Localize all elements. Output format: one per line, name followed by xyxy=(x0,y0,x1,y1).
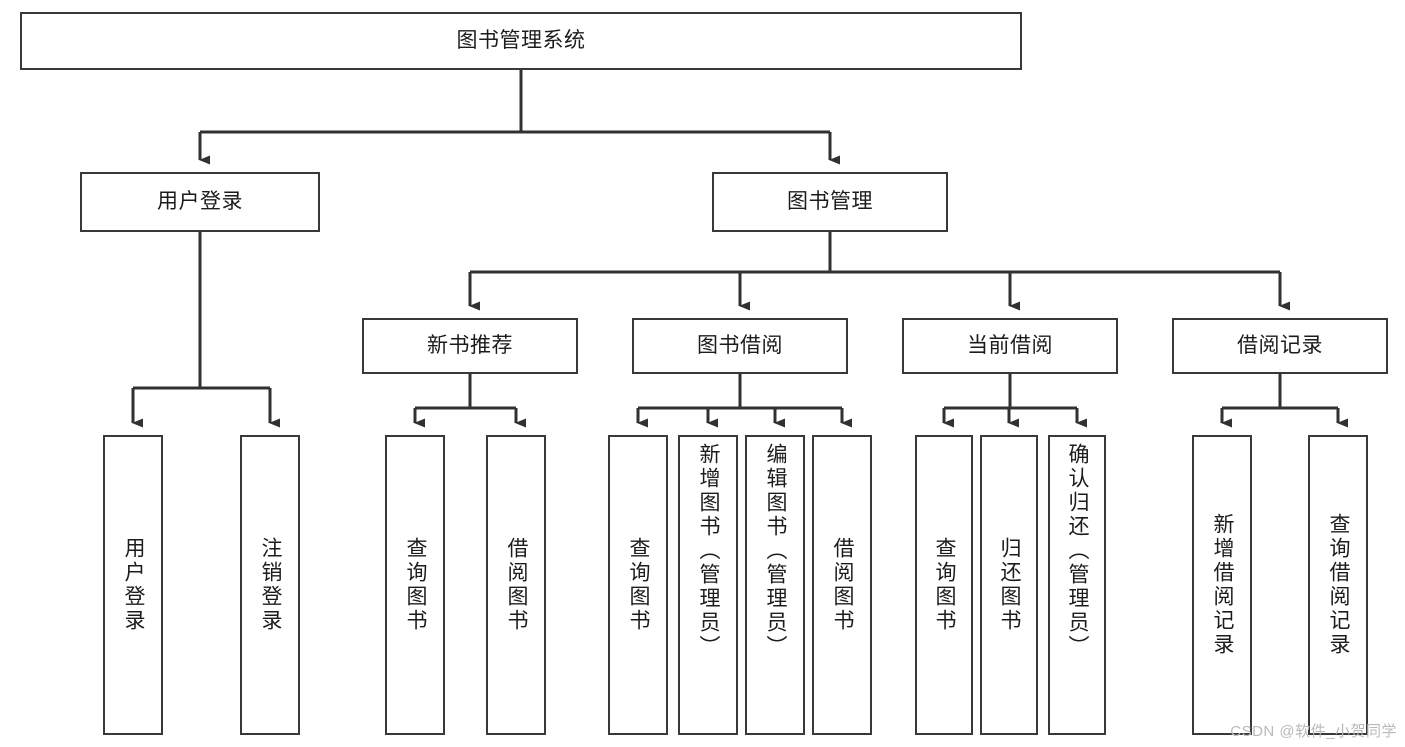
node-label: 借阅图书 xyxy=(831,537,855,633)
node-leaf-borrow-query-book[interactable]: 查询图书 xyxy=(608,435,668,735)
node-label: 图书管理 xyxy=(787,190,873,214)
node-book-management[interactable]: 图书管理 xyxy=(712,172,948,232)
node-label: 借阅图书 xyxy=(505,537,529,633)
node-label: 查询借阅记录 xyxy=(1327,513,1351,657)
node-label: 注销登录 xyxy=(259,537,283,633)
node-label: 查询图书 xyxy=(627,537,651,633)
node-leaf-add-book-admin[interactable]: 新增图书（管理员） xyxy=(678,435,738,735)
node-book-borrow[interactable]: 图书借阅 xyxy=(632,318,848,374)
node-leaf-query-borrow-record[interactable]: 查询借阅记录 xyxy=(1308,435,1368,735)
node-label: 用户登录 xyxy=(122,537,146,633)
node-label: 编辑图书（管理员） xyxy=(764,443,788,659)
node-label: 借阅记录 xyxy=(1237,334,1323,358)
node-label: 新增图书（管理员） xyxy=(697,443,721,659)
watermark-text: CSDN @软件_小贺同学 xyxy=(1230,723,1397,740)
node-root-book-management-system[interactable]: 图书管理系统 xyxy=(20,12,1022,70)
node-leaf-rec-borrow-book[interactable]: 借阅图书 xyxy=(486,435,546,735)
node-leaf-current-query-book[interactable]: 查询图书 xyxy=(915,435,973,735)
node-label: 新增借阅记录 xyxy=(1211,513,1235,657)
node-new-book-recommendation[interactable]: 新书推荐 xyxy=(362,318,578,374)
node-current-borrow[interactable]: 当前借阅 xyxy=(902,318,1118,374)
node-user-login[interactable]: 用户登录 xyxy=(80,172,320,232)
node-label: 图书管理系统 xyxy=(456,29,586,53)
node-leaf-rec-query-book[interactable]: 查询图书 xyxy=(385,435,445,735)
node-label: 新书推荐 xyxy=(427,334,513,358)
node-leaf-borrow-book[interactable]: 借阅图书 xyxy=(812,435,872,735)
node-leaf-add-borrow-record[interactable]: 新增借阅记录 xyxy=(1192,435,1252,735)
node-label: 归还图书 xyxy=(998,537,1022,633)
node-leaf-return-book[interactable]: 归还图书 xyxy=(980,435,1038,735)
node-leaf-edit-book-admin[interactable]: 编辑图书（管理员） xyxy=(745,435,805,735)
node-label: 当前借阅 xyxy=(967,334,1053,358)
node-leaf-user-logout[interactable]: 注销登录 xyxy=(240,435,300,735)
node-label: 查询图书 xyxy=(933,537,957,633)
node-label: 用户登录 xyxy=(157,190,243,214)
node-borrow-record[interactable]: 借阅记录 xyxy=(1172,318,1388,374)
node-leaf-confirm-return-admin[interactable]: 确认归还（管理员） xyxy=(1048,435,1106,735)
node-label: 查询图书 xyxy=(404,537,428,633)
node-label: 图书借阅 xyxy=(697,334,783,358)
node-leaf-user-login[interactable]: 用户登录 xyxy=(103,435,163,735)
node-label: 确认归还（管理员） xyxy=(1066,443,1090,659)
